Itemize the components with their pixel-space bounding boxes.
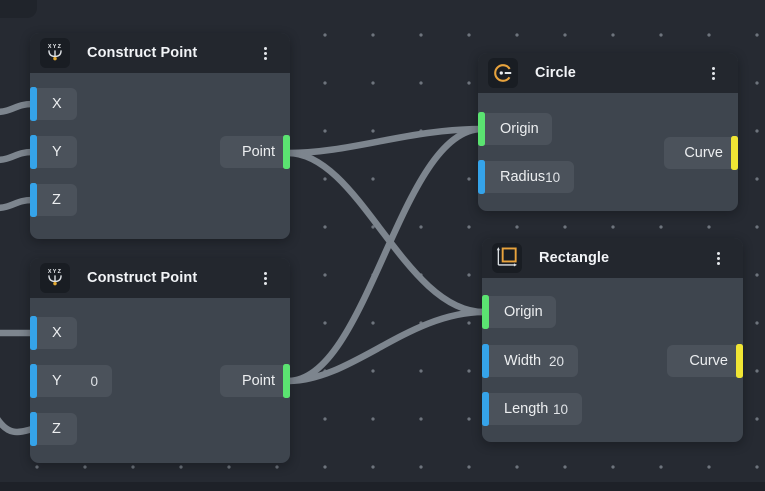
output-port-curve[interactable]: Curve xyxy=(664,136,738,170)
node-header[interactable]: Rectangle xyxy=(482,238,743,278)
port-label: Y xyxy=(52,373,62,389)
wire-stub-cp2-z[interactable] xyxy=(0,416,36,436)
port-label: Z xyxy=(52,192,61,208)
offscreen-node-fragment xyxy=(0,0,37,18)
port-connector[interactable] xyxy=(283,135,290,169)
node-title: Rectangle xyxy=(539,250,610,266)
output-port-point[interactable]: Point xyxy=(220,364,290,398)
port-label: Length xyxy=(504,401,549,417)
port-value[interactable]: 20 xyxy=(548,353,564,369)
port-label: Y xyxy=(52,144,62,160)
node-header[interactable]: XYZ Construct Point xyxy=(30,33,290,73)
input-port-x[interactable]: X xyxy=(30,316,77,350)
circle-icon xyxy=(488,58,518,88)
kebab-menu-icon[interactable] xyxy=(709,249,727,267)
node-header[interactable]: XYZ Construct Point xyxy=(30,258,290,298)
input-port-origin[interactable]: Origin xyxy=(482,295,556,329)
port-label: Radius xyxy=(500,169,546,185)
node-title: Construct Point xyxy=(87,270,198,286)
kebab-menu-icon[interactable] xyxy=(256,44,274,62)
port-connector[interactable] xyxy=(30,87,37,121)
wire-cp2-to-rect[interactable] xyxy=(284,308,488,385)
wire-cp2-to-circle[interactable] xyxy=(284,125,486,385)
port-connector[interactable] xyxy=(478,112,485,146)
wire-cp1-to-circle[interactable] xyxy=(284,125,486,157)
port-label: Curve xyxy=(684,145,723,161)
kebab-menu-icon[interactable] xyxy=(256,269,274,287)
canvas-bottom-shade xyxy=(0,482,765,491)
node-circle[interactable]: Circle Origin Radius 10 Curve xyxy=(478,53,738,211)
port-label: Width xyxy=(504,353,542,369)
wire-stub-cp1-y[interactable] xyxy=(0,148,36,164)
output-port-point[interactable]: Point xyxy=(220,135,290,169)
wire-stub-cp1-x[interactable] xyxy=(0,100,36,116)
port-connector[interactable] xyxy=(30,183,37,217)
input-port-length[interactable]: Length 10 xyxy=(482,392,582,426)
input-port-x[interactable]: X xyxy=(30,87,77,121)
construct-point-icon: XYZ xyxy=(40,263,70,293)
port-connector[interactable] xyxy=(283,364,290,398)
port-value[interactable]: 10 xyxy=(552,401,568,417)
input-port-z[interactable]: Z xyxy=(30,183,77,217)
port-connector[interactable] xyxy=(30,364,37,398)
rectangle-icon xyxy=(492,243,522,273)
port-connector[interactable] xyxy=(482,344,489,378)
node-construct-point-2[interactable]: XYZ Construct Point X Y 0 Z Point xyxy=(30,258,290,463)
node-header[interactable]: Circle xyxy=(478,53,738,93)
port-label: X xyxy=(52,325,62,341)
input-port-z[interactable]: Z xyxy=(30,412,77,446)
port-connector[interactable] xyxy=(30,412,37,446)
output-port-curve[interactable]: Curve xyxy=(667,344,743,378)
input-port-y[interactable]: Y 0 xyxy=(30,364,112,398)
kebab-menu-icon[interactable] xyxy=(704,64,722,82)
wire-stub-cp1-z[interactable] xyxy=(0,196,36,212)
port-value[interactable]: 0 xyxy=(90,373,98,389)
port-connector[interactable] xyxy=(30,135,37,169)
wire-cp1-to-rect[interactable] xyxy=(284,149,488,316)
port-connector[interactable] xyxy=(30,316,37,350)
port-connector[interactable] xyxy=(478,160,485,194)
node-rectangle[interactable]: Rectangle Origin Width 20 Length 10 Curv… xyxy=(482,238,743,442)
input-port-origin[interactable]: Origin xyxy=(478,112,552,146)
port-value[interactable]: 10 xyxy=(545,169,561,185)
port-connector[interactable] xyxy=(482,392,489,426)
port-label: Origin xyxy=(500,121,539,137)
port-label: Point xyxy=(241,144,275,160)
port-connector[interactable] xyxy=(736,344,743,378)
node-title: Construct Point xyxy=(87,45,198,61)
construct-point-icon: XYZ xyxy=(40,38,70,68)
port-connector[interactable] xyxy=(731,136,738,170)
node-title: Circle xyxy=(535,65,576,81)
input-port-radius[interactable]: Radius 10 xyxy=(478,160,574,194)
port-label: Origin xyxy=(504,304,543,320)
input-port-y[interactable]: Y xyxy=(30,135,77,169)
port-label: Curve xyxy=(689,353,728,369)
node-construct-point-1[interactable]: XYZ Construct Point X Y Z Point xyxy=(30,33,290,239)
svg-text:XYZ: XYZ xyxy=(48,269,62,275)
port-label: Z xyxy=(52,421,61,437)
input-port-width[interactable]: Width 20 xyxy=(482,344,578,378)
port-label: Point xyxy=(241,373,275,389)
port-connector[interactable] xyxy=(482,295,489,329)
svg-text:XYZ: XYZ xyxy=(48,44,62,50)
port-label: X xyxy=(52,96,62,112)
